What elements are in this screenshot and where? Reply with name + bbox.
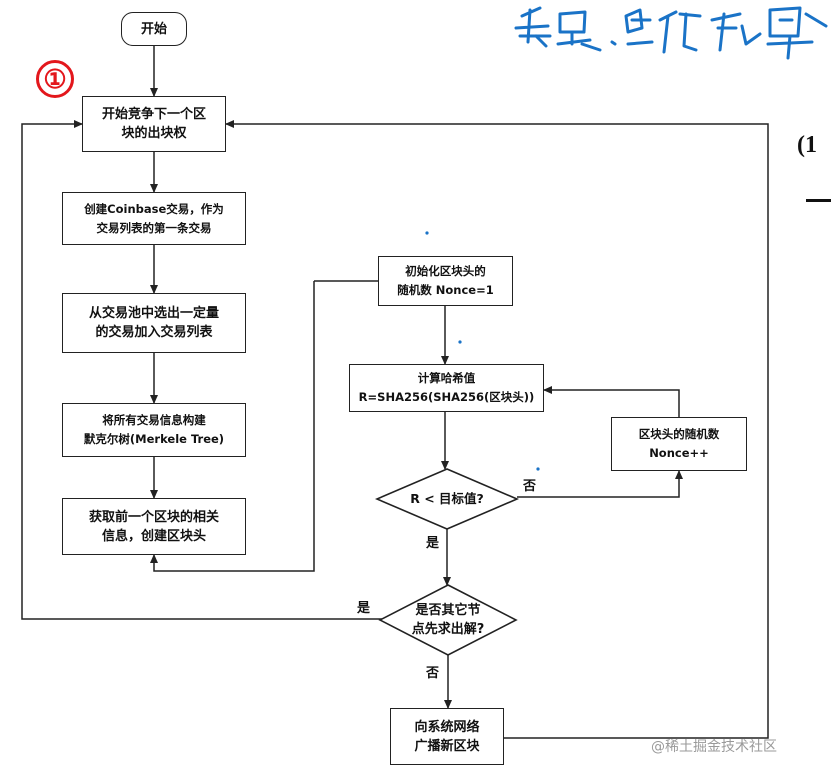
node-start: 开始 (121, 12, 187, 46)
diamond-other-label: 是否其它节 点先求出解? (411, 603, 485, 637)
step-marker: ① (36, 60, 74, 98)
arrow-target-no (517, 470, 683, 498)
side-heading-fragment: (1 (797, 132, 817, 158)
node-broadcast: 向系统网络广播新区块 (390, 708, 504, 765)
arrow-other-yes (21, 120, 382, 620)
node-merkle: 将所有交易信息构建默克尔树(Merkele Tree) (62, 403, 246, 457)
arrow-broadcast-compete (225, 120, 769, 739)
node-init-nonce: 初始化区块头的随机数 Nonce=1 (378, 256, 513, 306)
edge-label-other-yes: 是 (357, 601, 371, 616)
watermark: @稀土掘金技术社区 (651, 739, 777, 755)
arrow-nonce-hash (543, 386, 680, 417)
edge-label-other-no: 否 (426, 666, 440, 681)
node-prev-block: 获取前一个区块的相关信息，创建区块头 (62, 498, 246, 555)
node-coinbase: 创建Coinbase交易，作为交易列表的第一条交易 (62, 192, 246, 245)
node-select-tx: 从交易池中选出一定量的交易加入交易列表 (62, 293, 246, 353)
node-compete: 开始竞争下一个区块的出块权 (82, 96, 226, 152)
diamond-target (374, 468, 520, 530)
handwriting-annotation (514, 6, 828, 60)
edge-label-target-no: 否 (523, 479, 537, 494)
arrow-prev-init (150, 281, 315, 572)
edge-label-target-yes: 是 (426, 536, 440, 551)
blue-dot (458, 340, 462, 344)
blue-dot (536, 467, 540, 471)
diamond-target-label: R < 目标值? (410, 491, 484, 506)
diamond-other (378, 584, 518, 656)
blue-dot (425, 231, 429, 235)
side-dash (806, 199, 831, 202)
